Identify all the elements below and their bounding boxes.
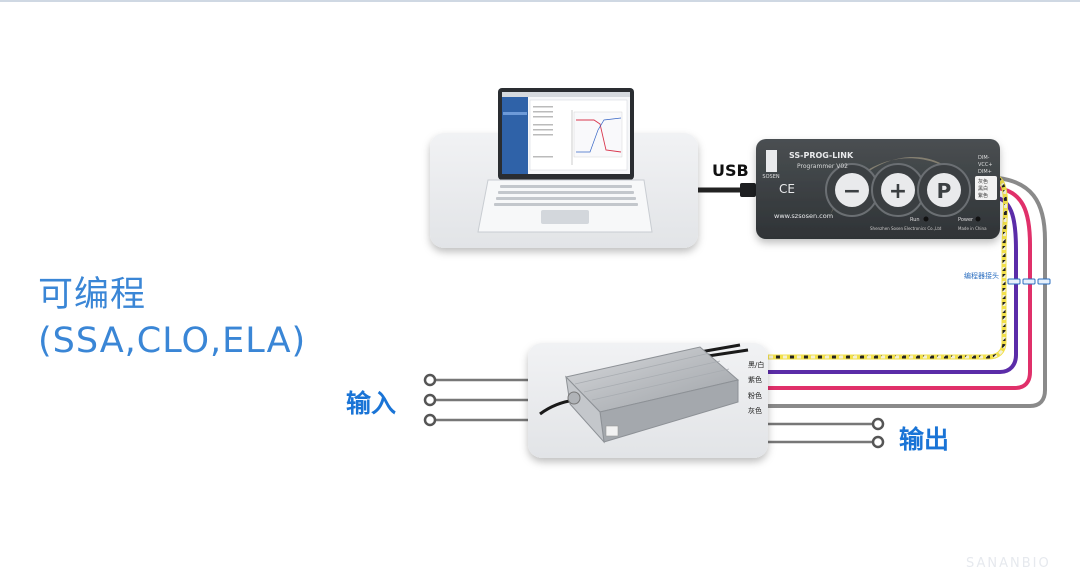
usb-label: USB [712, 161, 749, 180]
port-label: 紫色 [978, 192, 988, 199]
usb-cable [698, 183, 756, 197]
wire-label: 黑/白 [748, 360, 764, 369]
top-divider [0, 0, 1080, 2]
input-terminal [423, 413, 437, 427]
minus-button [835, 173, 869, 207]
input-wires [423, 373, 528, 427]
programmer-port [975, 176, 997, 200]
sosen-logo-icon [766, 150, 777, 172]
wire-label: 粉色 [748, 391, 762, 400]
p-button-label: P [937, 179, 952, 203]
version-text: Programmer V02 [797, 163, 848, 170]
website-text: www.szsosen.com [774, 212, 833, 220]
model-text: SS-PROG-LINK [789, 151, 854, 160]
wire-label: 紫色 [748, 375, 762, 384]
manufacturer-text: Shenzhen Sosen Electronics Co.,Ltd [870, 226, 942, 231]
port-label: 黑白 [978, 185, 988, 192]
plus-button-label: + [889, 179, 907, 204]
output-wires [768, 417, 885, 449]
wire-label: 灰色 [748, 406, 762, 415]
ce-mark: CE [779, 182, 795, 196]
programmer-wires [768, 175, 1051, 408]
input-terminal [423, 393, 437, 407]
driver-panel: 黑/白 紫色 粉色 灰色 [528, 343, 768, 458]
laptop-trackpad [541, 210, 589, 224]
origin-text: Made in China [958, 226, 987, 231]
laptop-keys [494, 185, 638, 206]
programmer-connector-label: 编程器接头 [964, 272, 999, 280]
pin-label: DIM+ [978, 169, 992, 175]
plus-button [881, 173, 915, 207]
app-sidebar [502, 97, 528, 174]
brand-text: SOSEN [762, 174, 779, 180]
laptop-panel [430, 88, 698, 248]
watermark: SANANBIO [966, 556, 1051, 571]
minus-button-label: − [843, 179, 861, 204]
port-label: 灰色 [978, 178, 988, 185]
p-button [927, 173, 961, 207]
input-terminal [423, 373, 437, 387]
power-label: Power [958, 217, 974, 223]
heading: 可编程 (SSA,CLO,ELA) [38, 272, 306, 364]
heading-line2: (SSA,CLO,ELA) [38, 321, 307, 361]
output-terminal [871, 417, 885, 431]
pin-label: DIM- [978, 155, 990, 161]
programmer-device: − + P SOSEN SS-PROG-LINK Programmer V02 … [756, 139, 1000, 239]
pin-label: VCC+ [978, 162, 993, 168]
run-label: Run [910, 217, 920, 223]
input-label: 输入 [346, 389, 397, 418]
heading-line1: 可编程 [38, 275, 147, 315]
output-label: 输出 [899, 425, 950, 454]
output-terminal [871, 435, 885, 449]
